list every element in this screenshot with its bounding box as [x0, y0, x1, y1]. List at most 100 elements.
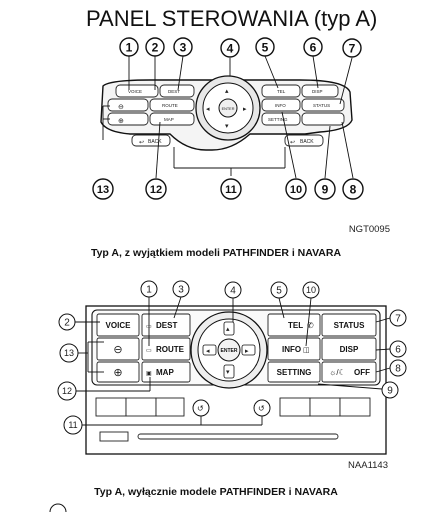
bottom-disp-label: DISP [340, 345, 359, 354]
bottom-preset-6[interactable] [339, 397, 371, 417]
top-route-label: ROUTE [162, 103, 178, 108]
back-arrow-icon-bottom-right: ↺ [258, 404, 265, 413]
bottom-preset-1[interactable] [95, 397, 127, 417]
top-back-right-label: BACK [300, 139, 314, 145]
top-map-label: MAP [164, 117, 174, 122]
bottom-status-button[interactable] [321, 313, 377, 337]
top-back-button-right[interactable] [284, 134, 324, 147]
bottom-map-button[interactable] [141, 361, 191, 383]
bottom-preset-5[interactable] [309, 397, 341, 417]
light-icon: ☼/☾ [329, 368, 346, 377]
bottom-disc-slot [137, 433, 339, 440]
svg-text:7: 7 [349, 42, 356, 56]
zoom-out-icon: ⊖ [118, 104, 124, 111]
arrow-right-icon-bottom: ▸ [245, 348, 249, 355]
bottom-arrow-up-button[interactable] [223, 321, 235, 336]
back-arrow-icon-right: ↩ [290, 140, 295, 146]
bottom-figure-code: NAA1143 [348, 460, 388, 471]
info-book-icon: ◫ [303, 347, 310, 354]
top-btn-info-slot[interactable] [261, 98, 301, 112]
bottom-diagram: VOICE ▭ DEST ⊖ ▭ ROUTE ⊕ ▣ MAP TEL ✆ STA… [57, 280, 407, 498]
bottom-dest-button[interactable] [141, 313, 191, 337]
bottom-info-button[interactable] [267, 337, 321, 361]
top-btn-voice-slot[interactable] [115, 84, 159, 98]
svg-text:9: 9 [387, 386, 393, 397]
arrow-down-icon[interactable]: ▾ [225, 123, 229, 130]
bottom-off-label: OFF [354, 368, 370, 377]
route-icon: ▭ [146, 348, 152, 354]
bottom-preset-2[interactable] [125, 397, 157, 417]
bottom-info-label: INFO [282, 345, 301, 354]
top-btn-status-slot[interactable] [301, 98, 345, 112]
top-info-label: INFO [275, 103, 286, 108]
svg-text:3: 3 [180, 41, 187, 55]
bottom-voice-button[interactable] [96, 313, 140, 337]
svg-text:12: 12 [62, 386, 72, 396]
top-btn-route-slot[interactable] [149, 98, 195, 112]
back-arrow-icon: ↩ [139, 140, 144, 146]
top-back-button-left[interactable] [131, 134, 171, 147]
bottom-tel-label: TEL [288, 321, 303, 330]
top-voice-label: VOICE [128, 89, 142, 94]
arrow-left-icon[interactable]: ◂ [206, 106, 210, 113]
top-status-label: STATUS [313, 103, 330, 108]
bottom-eject-slot[interactable] [99, 431, 129, 442]
top-setting-label: SETTING [268, 117, 288, 122]
svg-text:13: 13 [97, 184, 109, 196]
bottom-route-button[interactable] [141, 337, 191, 361]
svg-text:9: 9 [322, 183, 329, 197]
top-btn-setting-slot[interactable] [261, 112, 301, 126]
top-btn-zoomout-slot[interactable] [107, 98, 149, 112]
arrow-up-icon[interactable]: ▴ [225, 88, 229, 95]
zoom-in-icon-bottom: ⊕ [113, 367, 122, 379]
top-btn-tel-slot[interactable] [261, 84, 301, 98]
bottom-zoomout-button[interactable] [96, 337, 140, 361]
top-btn-light-slot[interactable] [301, 112, 345, 126]
bottom-arrow-right-button[interactable] [241, 344, 256, 356]
zoom-out-icon-bottom: ⊖ [113, 344, 122, 356]
svg-text:6: 6 [395, 345, 401, 356]
top-tel-label: TEL [277, 89, 286, 94]
bottom-callouts: 2 1 3 4 5 10 7 6 8 9 13 12 11 [57, 280, 407, 435]
svg-text:2: 2 [152, 41, 159, 55]
svg-text:4: 4 [230, 286, 236, 297]
bottom-disp-button[interactable] [321, 337, 377, 361]
svg-text:5: 5 [262, 41, 269, 55]
bottom-preset-3[interactable] [155, 397, 185, 417]
arrow-left-icon-bottom: ◂ [206, 348, 210, 355]
bottom-arrow-down-button[interactable] [223, 364, 235, 379]
top-figure-caption: Typ A, z wyjątkiem modeli PATHFINDER i N… [91, 247, 341, 259]
top-btn-zoomin-slot[interactable] [107, 112, 149, 126]
top-disp-label: DISP [312, 89, 323, 94]
svg-text:5: 5 [276, 286, 282, 297]
svg-text:2: 2 [64, 318, 70, 329]
bottom-route-label: ROUTE [156, 345, 185, 354]
bottom-figure-caption: Typ A, wyłącznie modele PATHFINDER i NAV… [94, 486, 338, 498]
map-icon: ▣ [146, 371, 152, 377]
bottom-setting-label: SETTING [277, 368, 312, 377]
top-leader-lines [102, 55, 354, 179]
svg-text:1: 1 [146, 285, 152, 296]
top-btn-dest-slot[interactable] [159, 84, 195, 98]
svg-text:10: 10 [306, 285, 316, 295]
bottom-leader-lines [75, 296, 391, 426]
bottom-preset-4[interactable] [279, 397, 311, 417]
zoom-in-icon: ⊕ [118, 118, 124, 125]
bottom-arrow-left-button[interactable] [202, 344, 217, 356]
svg-text:8: 8 [395, 364, 401, 375]
top-dest-label: DEST [168, 89, 180, 94]
top-btn-map-slot[interactable] [149, 112, 195, 126]
bottom-status-label: STATUS [334, 321, 365, 330]
cropped-callout-circle [49, 503, 67, 512]
top-diagram: VOICE DEST ROUTE MAP TEL DISP INFO STATU… [91, 37, 390, 259]
bottom-tel-button[interactable] [267, 313, 321, 337]
bottom-enter-button[interactable] [217, 338, 241, 362]
arrow-right-icon[interactable]: ▸ [243, 106, 247, 113]
bottom-map-label: MAP [156, 368, 174, 377]
svg-text:11: 11 [68, 420, 77, 430]
bottom-setting-button[interactable] [267, 361, 321, 383]
svg-text:1: 1 [126, 41, 133, 55]
top-btn-disp-slot[interactable] [301, 84, 339, 98]
top-enter-button[interactable] [218, 98, 238, 118]
